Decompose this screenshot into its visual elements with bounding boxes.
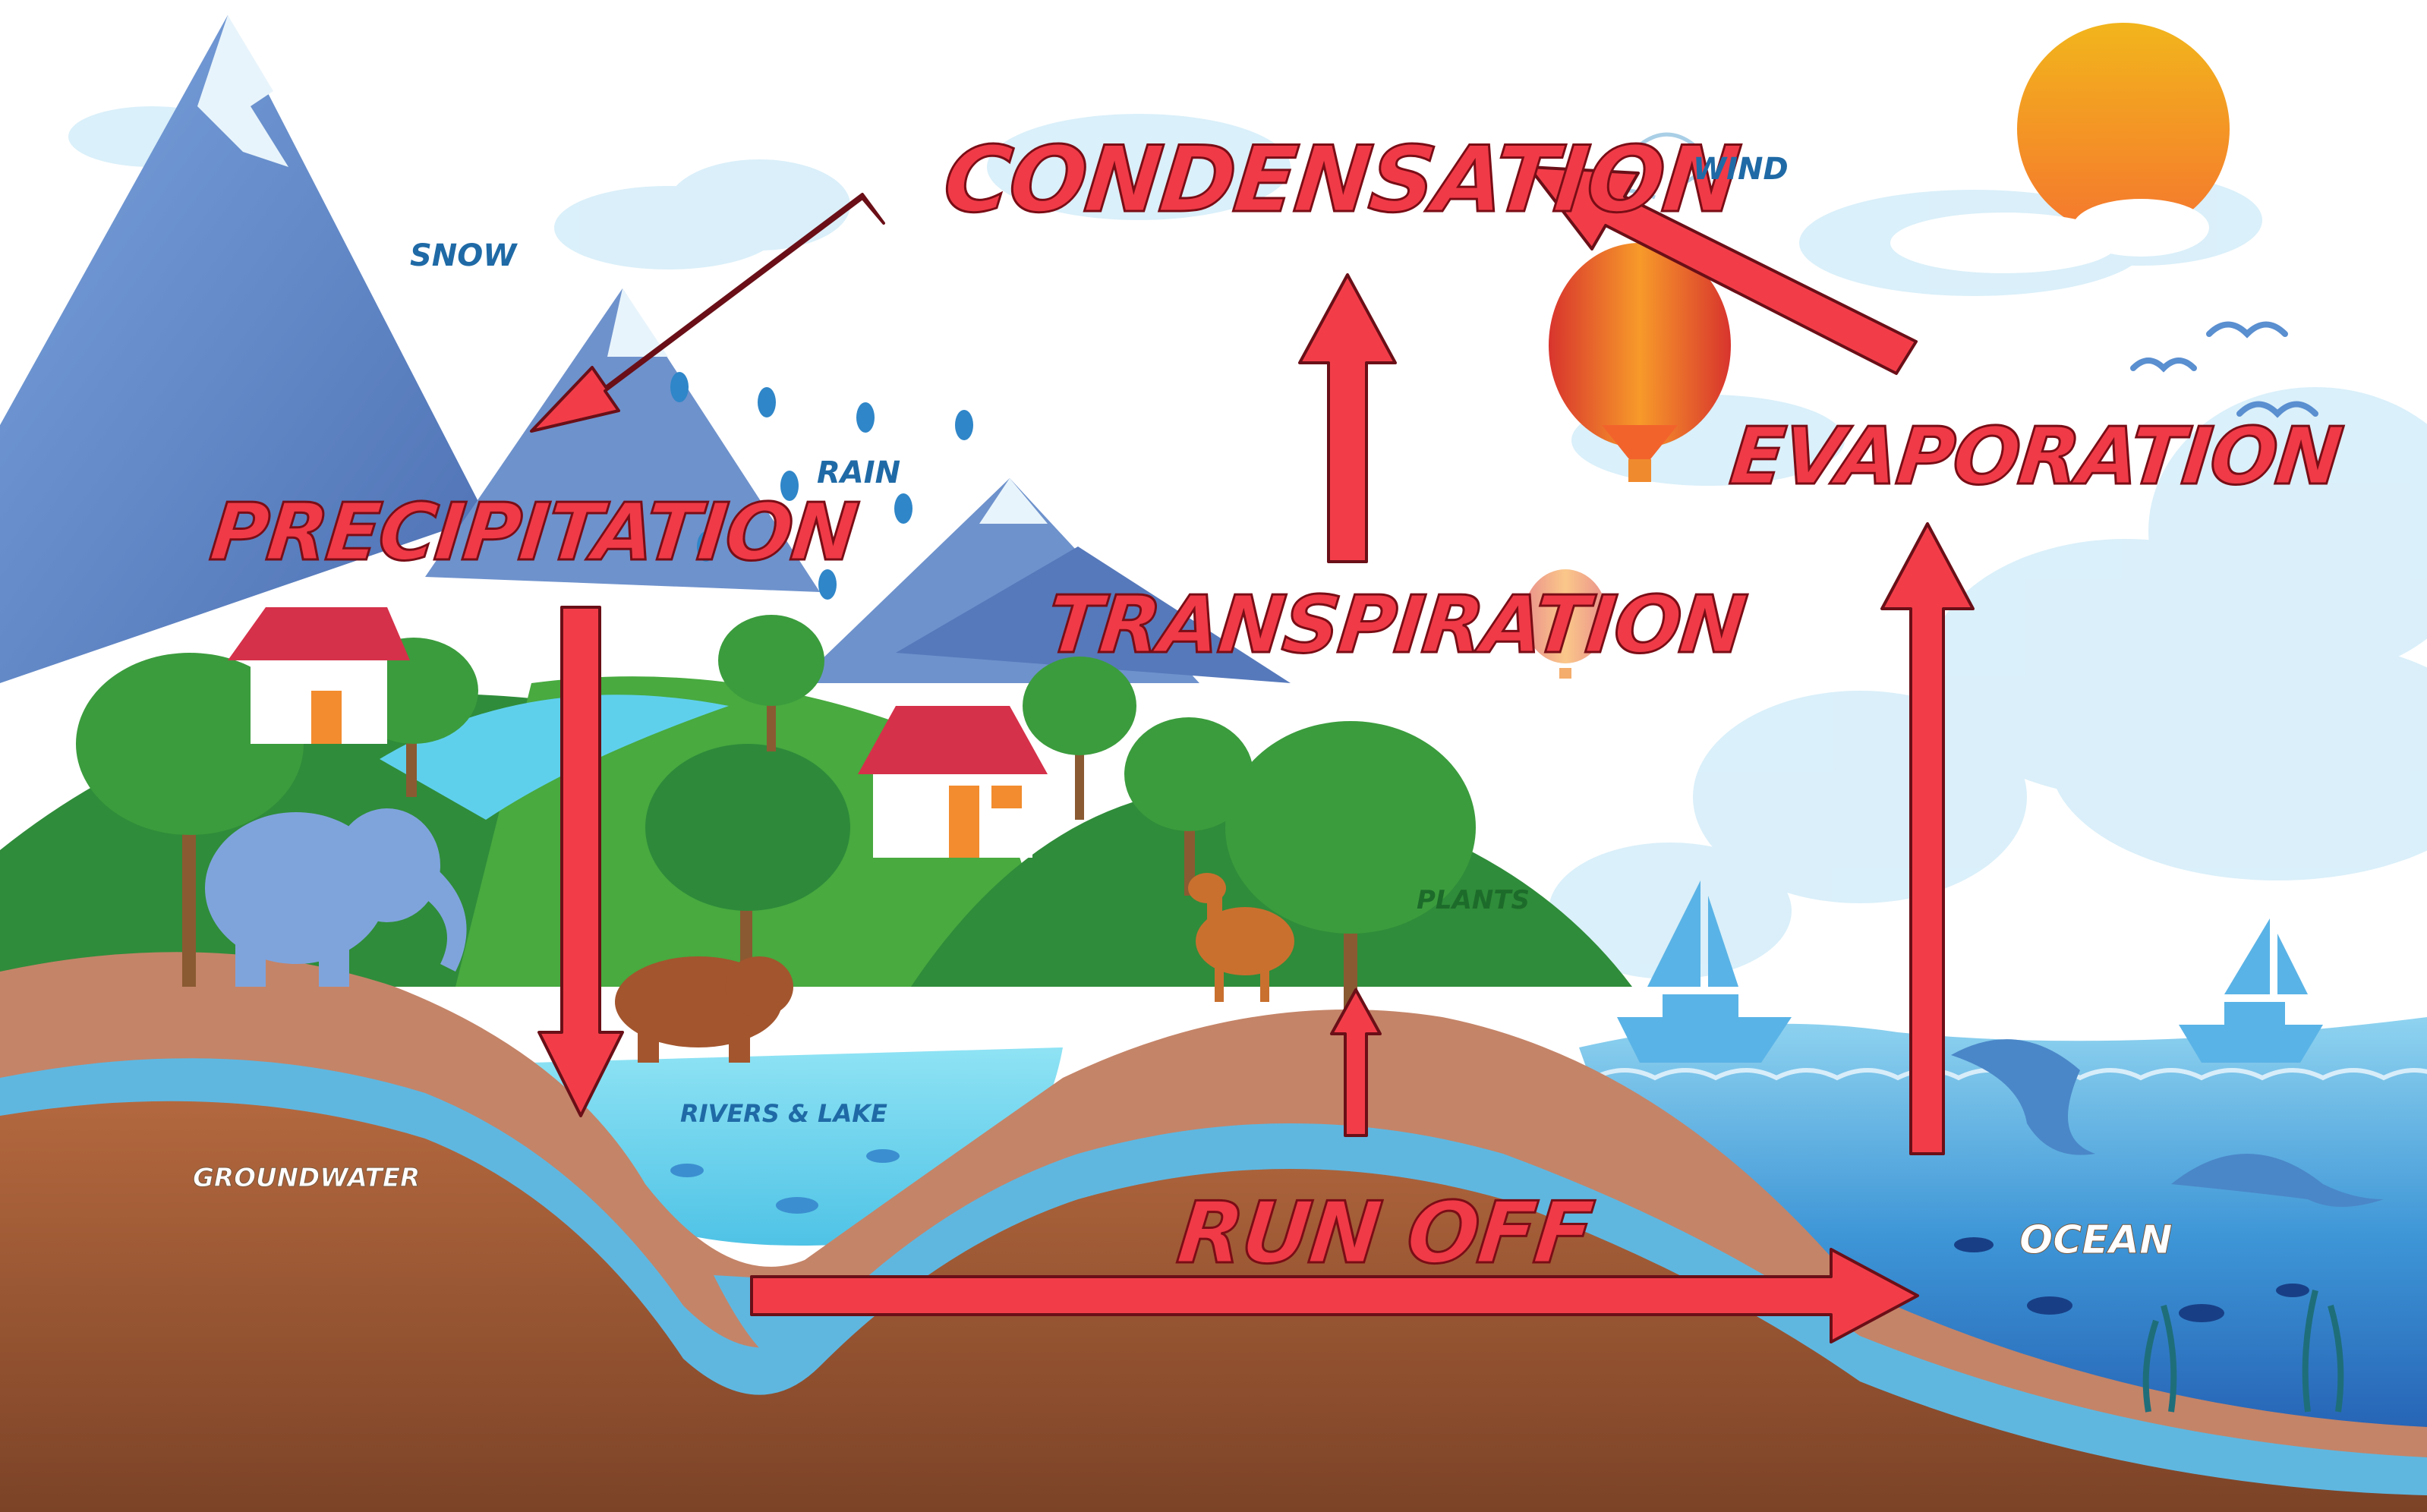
- rain-drops: [670, 372, 973, 600]
- process-arrows: [530, 165, 1975, 1343]
- ocean-fish: [1954, 1237, 2309, 1322]
- ocean-label: OCEAN: [2019, 1217, 2173, 1264]
- run-off-arrow: [750, 1248, 1919, 1343]
- rain-label: RAIN: [817, 455, 901, 490]
- evaporation-arrow: [1880, 522, 1975, 1155]
- plants-uptake-arrow: [1330, 988, 1382, 1137]
- birds: [2130, 321, 2318, 418]
- precipitation-arrow: [537, 606, 624, 1117]
- sun: [1890, 23, 2230, 273]
- dolphins: [1951, 1039, 2384, 1207]
- transpiration-arrow: [1298, 273, 1397, 563]
- lake-fish: [670, 1149, 900, 1214]
- wind-label: WIND: [1693, 152, 1789, 187]
- houses: [228, 607, 1048, 858]
- deer: [1188, 873, 1294, 1002]
- snow-label: SNOW: [410, 238, 517, 273]
- transpiration-label: TRANSPIRATION: [1042, 578, 1751, 673]
- mountains: [0, 15, 1291, 683]
- small-hot-air-balloon: [1524, 569, 1607, 679]
- condensation-to-precipitation-arrow: [530, 193, 885, 433]
- rivers-lake-label: RIVERS & LAKE: [680, 1099, 887, 1128]
- seaweed: [2142, 1290, 2344, 1413]
- evaporation-to-condensation-arrow: [1527, 165, 1918, 375]
- boats: [1617, 880, 2323, 1063]
- run-off-label: RUN OFF: [1172, 1183, 1598, 1284]
- condensation-label: CONDENSATION: [938, 127, 1745, 235]
- hot-air-balloon: [1549, 243, 1731, 482]
- groundwater-label: GROUNDWATER: [192, 1163, 421, 1194]
- precipitation-label: PRECIPITATION: [205, 485, 862, 580]
- bear: [615, 956, 793, 1063]
- evaporation-label: EVAPORATION: [1725, 409, 2347, 504]
- elephant: [205, 808, 467, 987]
- plants-label: PLANTS: [1417, 885, 1530, 915]
- trees: [76, 615, 1476, 1055]
